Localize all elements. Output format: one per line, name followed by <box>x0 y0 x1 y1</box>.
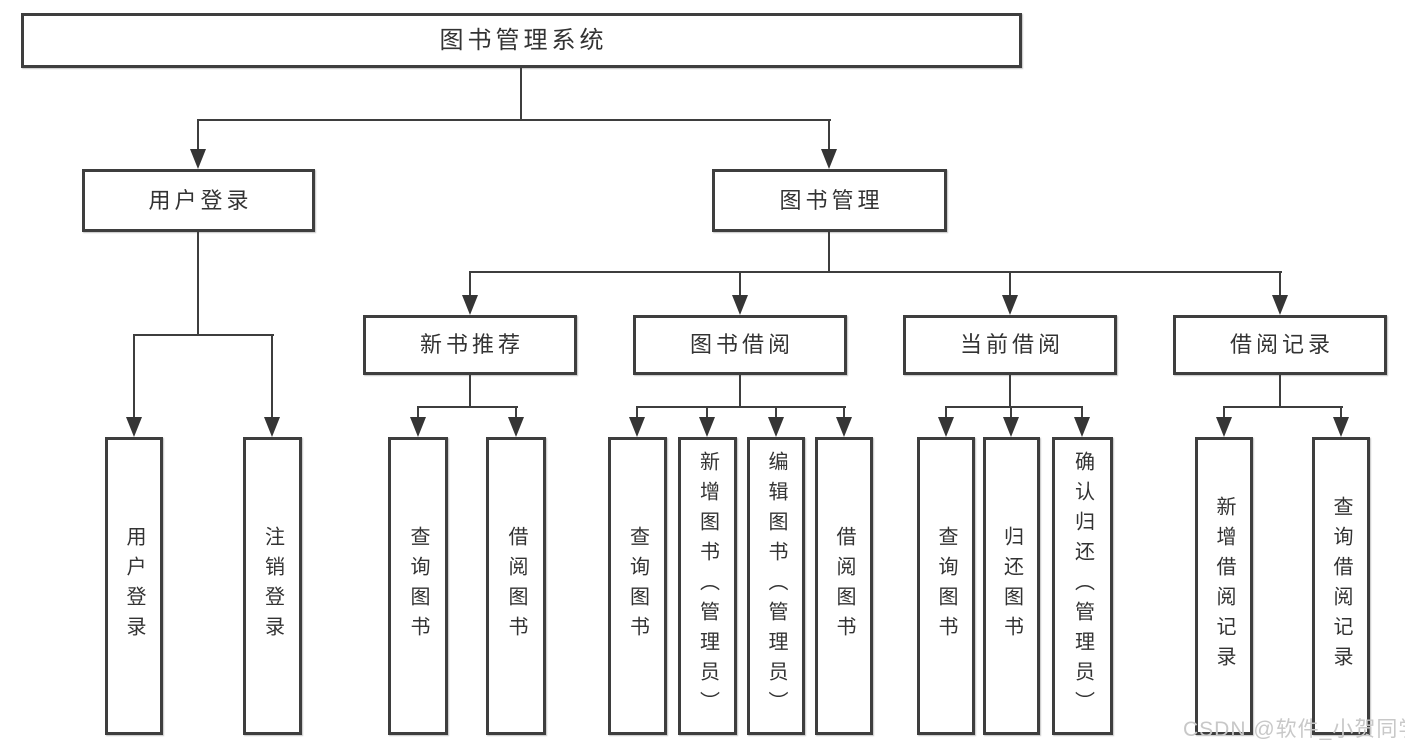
leaf-br-add-record-label: 新增借阅记录 <box>1213 496 1235 676</box>
leaf-cb-query-books-label: 查询图书 <box>935 526 957 646</box>
arrow-down-icon <box>732 295 748 315</box>
node-borrow-records: 借阅记录 <box>1173 315 1387 375</box>
node-book-borrowing: 图书借阅 <box>633 315 847 375</box>
arrow-down-icon <box>410 417 426 437</box>
connector-line <box>133 334 274 336</box>
connector-line <box>1009 375 1011 408</box>
connector-line <box>945 406 1083 408</box>
arrow-down-icon <box>264 417 280 437</box>
leaf-br-query-record-label: 查询借阅记录 <box>1330 496 1352 676</box>
leaf-user-login: 用户登录 <box>105 437 163 735</box>
arrow-down-icon <box>1002 295 1018 315</box>
connector-line <box>469 375 471 408</box>
arrow-down-icon <box>126 417 142 437</box>
connector-line <box>843 406 845 419</box>
connector-line <box>1223 406 1343 408</box>
leaf-nbr-query-books-label: 查询图书 <box>407 526 429 646</box>
connector-line <box>197 232 199 336</box>
node-root: 图书管理系统 <box>21 13 1022 68</box>
connector-line <box>1279 375 1281 408</box>
connector-line <box>417 406 419 419</box>
leaf-logout: 注销登录 <box>243 437 302 735</box>
leaf-bb-edit-books-admin-label: 编辑图书（管理员） <box>765 451 787 721</box>
leaf-bb-borrow-books-label: 借阅图书 <box>833 526 855 646</box>
connector-line <box>1009 271 1011 297</box>
connector-line <box>271 334 273 418</box>
arrow-down-icon <box>1074 417 1090 437</box>
csdn-watermark: CSDN @软件_小贺同学 <box>1183 718 1405 741</box>
leaf-br-add-record: 新增借阅记录 <box>1195 437 1253 735</box>
leaf-br-query-record: 查询借阅记录 <box>1312 437 1370 735</box>
leaf-logout-label: 注销登录 <box>261 526 284 646</box>
connector-line <box>469 271 471 297</box>
arrow-down-icon <box>768 417 784 437</box>
node-book-borrowing-label: 图书借阅 <box>689 332 794 357</box>
leaf-bb-add-books-admin-label: 新增图书（管理员） <box>696 451 719 721</box>
node-user-login: 用户登录 <box>82 169 315 232</box>
node-current-borrowing-label: 当前借阅 <box>959 332 1064 357</box>
leaf-nbr-borrow-books: 借阅图书 <box>486 437 546 735</box>
connector-line <box>1340 406 1342 419</box>
arrow-down-icon <box>190 149 206 169</box>
node-user-login-label: 用户登录 <box>148 187 253 213</box>
node-current-borrowing: 当前借阅 <box>903 315 1117 375</box>
leaf-user-login-label: 用户登录 <box>123 526 145 646</box>
connector-line <box>520 68 522 121</box>
arrow-down-icon <box>1272 295 1288 315</box>
connector-line <box>1081 406 1083 419</box>
connector-line <box>197 119 831 121</box>
arrow-down-icon <box>508 417 524 437</box>
connector-line <box>1010 406 1012 419</box>
arrow-down-icon <box>462 295 478 315</box>
arrow-down-icon <box>821 149 837 169</box>
connector-line <box>636 406 846 408</box>
leaf-cb-confirm-return-admin-label: 确认归还（管理员） <box>1071 451 1094 721</box>
arrow-down-icon <box>1003 417 1019 437</box>
leaf-bb-edit-books-admin: 编辑图书（管理员） <box>747 437 805 735</box>
connector-line <box>133 334 135 418</box>
leaf-cb-confirm-return-admin: 确认归还（管理员） <box>1052 437 1113 735</box>
leaf-cb-return-books: 归还图书 <box>983 437 1040 735</box>
arrow-down-icon <box>1333 417 1349 437</box>
connector-line <box>945 406 947 419</box>
connector-line <box>739 271 741 297</box>
leaf-bb-borrow-books: 借阅图书 <box>815 437 873 735</box>
connector-line <box>828 232 830 273</box>
node-book-management-label: 图书管理 <box>779 187 884 213</box>
leaf-bb-query-books-label: 查询图书 <box>626 526 649 646</box>
connector-line <box>636 406 638 419</box>
connector-line <box>469 271 1282 273</box>
node-borrow-records-label: 借阅记录 <box>1229 332 1334 357</box>
leaf-bb-add-books-admin: 新增图书（管理员） <box>678 437 737 735</box>
connector-line <box>1223 406 1225 419</box>
connector-line <box>775 406 777 419</box>
leaf-cb-query-books: 查询图书 <box>917 437 975 735</box>
arrow-down-icon <box>629 417 645 437</box>
leaf-nbr-borrow-books-label: 借阅图书 <box>505 526 527 646</box>
connector-line <box>828 119 830 150</box>
node-root-label: 图书管理系统 <box>439 26 608 54</box>
arrow-down-icon <box>1216 417 1232 437</box>
leaf-bb-query-books: 查询图书 <box>608 437 667 735</box>
connector-line <box>197 119 199 150</box>
connector-line <box>706 406 708 419</box>
arrow-down-icon <box>938 417 954 437</box>
connector-line <box>515 406 517 419</box>
arrow-down-icon <box>699 417 715 437</box>
connector-line <box>1279 271 1281 297</box>
leaf-cb-return-books-label: 归还图书 <box>1000 526 1023 646</box>
connector-line <box>417 406 518 408</box>
node-new-book-recommend: 新书推荐 <box>363 315 577 375</box>
leaf-nbr-query-books: 查询图书 <box>388 437 448 735</box>
arrow-down-icon <box>836 417 852 437</box>
connector-line <box>739 375 741 408</box>
node-new-book-recommend-label: 新书推荐 <box>419 332 524 357</box>
node-book-management: 图书管理 <box>712 169 947 232</box>
